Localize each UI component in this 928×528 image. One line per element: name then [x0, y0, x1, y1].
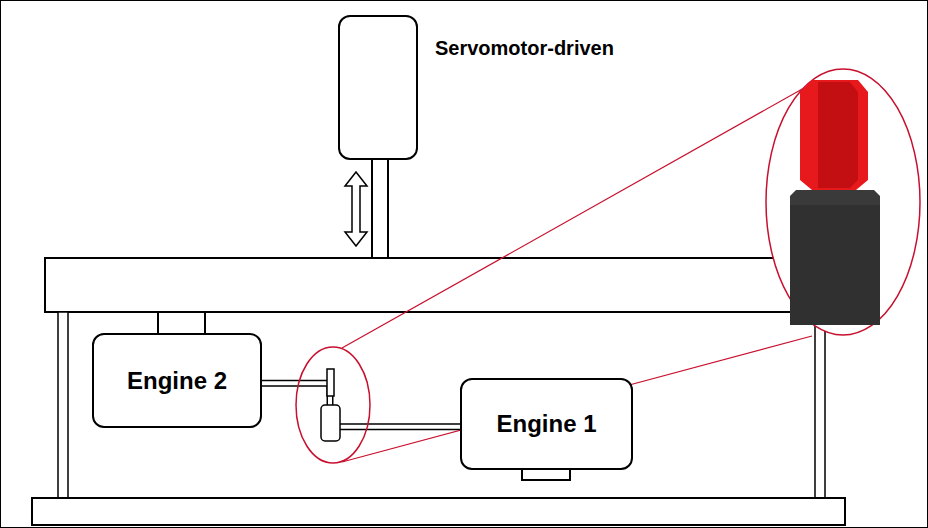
engine-box: Engine 2 — [92, 333, 262, 428]
double-arrow-symbol — [345, 172, 367, 246]
engine-box: Engine 1 — [460, 378, 633, 470]
zoomed-t-bar — [800, 80, 868, 190]
engine-mount — [158, 312, 205, 335]
shaft-t-bar — [327, 369, 334, 396]
shaft-connector — [262, 383, 460, 426]
right-post — [815, 312, 825, 498]
node-label: Engine 1 — [496, 410, 596, 438]
bottom-plate — [32, 498, 845, 525]
zoom-circle — [766, 69, 920, 335]
top-plate — [45, 258, 840, 312]
node-heading: Servomotor-driven — [435, 37, 614, 60]
shaft-outline — [262, 383, 460, 426]
left-post — [58, 312, 68, 498]
shaft-fill — [262, 383, 460, 426]
shaft-end-block — [321, 405, 340, 441]
zoomed-t-bar-shade — [818, 82, 858, 188]
zoomed-block — [790, 190, 880, 325]
detail-circle — [296, 347, 370, 463]
node-label: Engine 2 — [127, 367, 227, 395]
zoomed-block-shade — [790, 205, 880, 325]
servo-rod — [372, 158, 388, 259]
servomotor-box: Servomotor-driven — [338, 15, 418, 160]
